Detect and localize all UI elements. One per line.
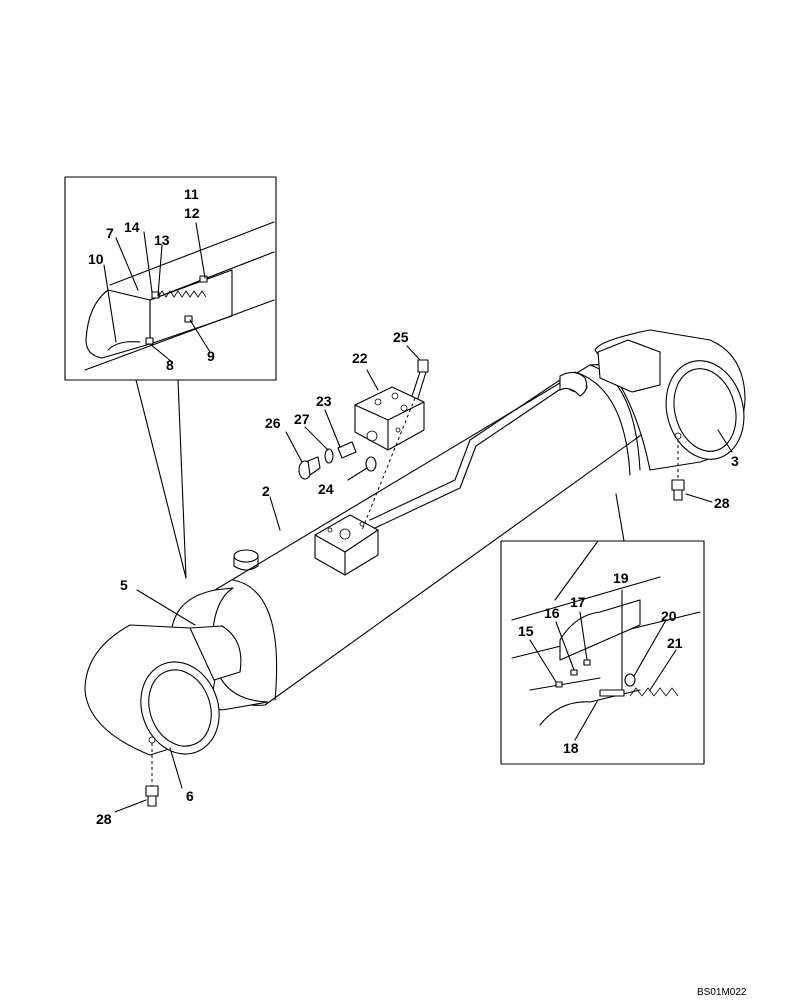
callout-24: 24 — [318, 481, 334, 497]
callout-17: 17 — [570, 594, 586, 610]
callout-12: 12 — [184, 205, 200, 221]
rod-end-eye — [84, 587, 269, 807]
callout-28-right: 28 — [714, 495, 730, 511]
callout-6: 6 — [186, 788, 194, 804]
callout-9: 9 — [207, 348, 215, 364]
callout-26: 26 — [265, 415, 281, 431]
port-block-assembly — [298, 359, 429, 576]
callout-leaders — [114, 345, 733, 813]
callout-labels: 2 3 5 6 7 8 9 10 11 12 13 14 15 16 17 18… — [88, 186, 739, 827]
detail-inset-rod-seals — [500, 493, 705, 765]
callout-28-left: 28 — [96, 811, 112, 827]
callout-14: 14 — [124, 219, 140, 235]
callout-10: 10 — [88, 251, 104, 267]
callout-11: 11 — [184, 186, 199, 202]
callout-20: 20 — [661, 608, 677, 624]
callout-25: 25 — [393, 329, 409, 345]
callout-3: 3 — [731, 453, 739, 469]
callout-19: 19 — [613, 570, 629, 586]
callout-15: 15 — [518, 623, 534, 639]
drawing-code: BS01M022 — [697, 987, 747, 998]
callout-21: 21 — [667, 635, 683, 651]
detail-inset-piston — [64, 176, 277, 579]
callout-13: 13 — [154, 232, 170, 248]
callout-18: 18 — [563, 740, 579, 756]
callout-23: 23 — [316, 393, 332, 409]
hydraulic-pipe — [369, 371, 588, 529]
callout-7: 7 — [106, 225, 114, 241]
callout-8: 8 — [166, 357, 174, 373]
callout-2: 2 — [262, 483, 270, 499]
callout-5: 5 — [120, 577, 128, 593]
head-end-eye — [594, 329, 746, 501]
callout-27: 27 — [294, 411, 310, 427]
callout-22: 22 — [352, 350, 368, 366]
callout-16: 16 — [544, 605, 560, 621]
